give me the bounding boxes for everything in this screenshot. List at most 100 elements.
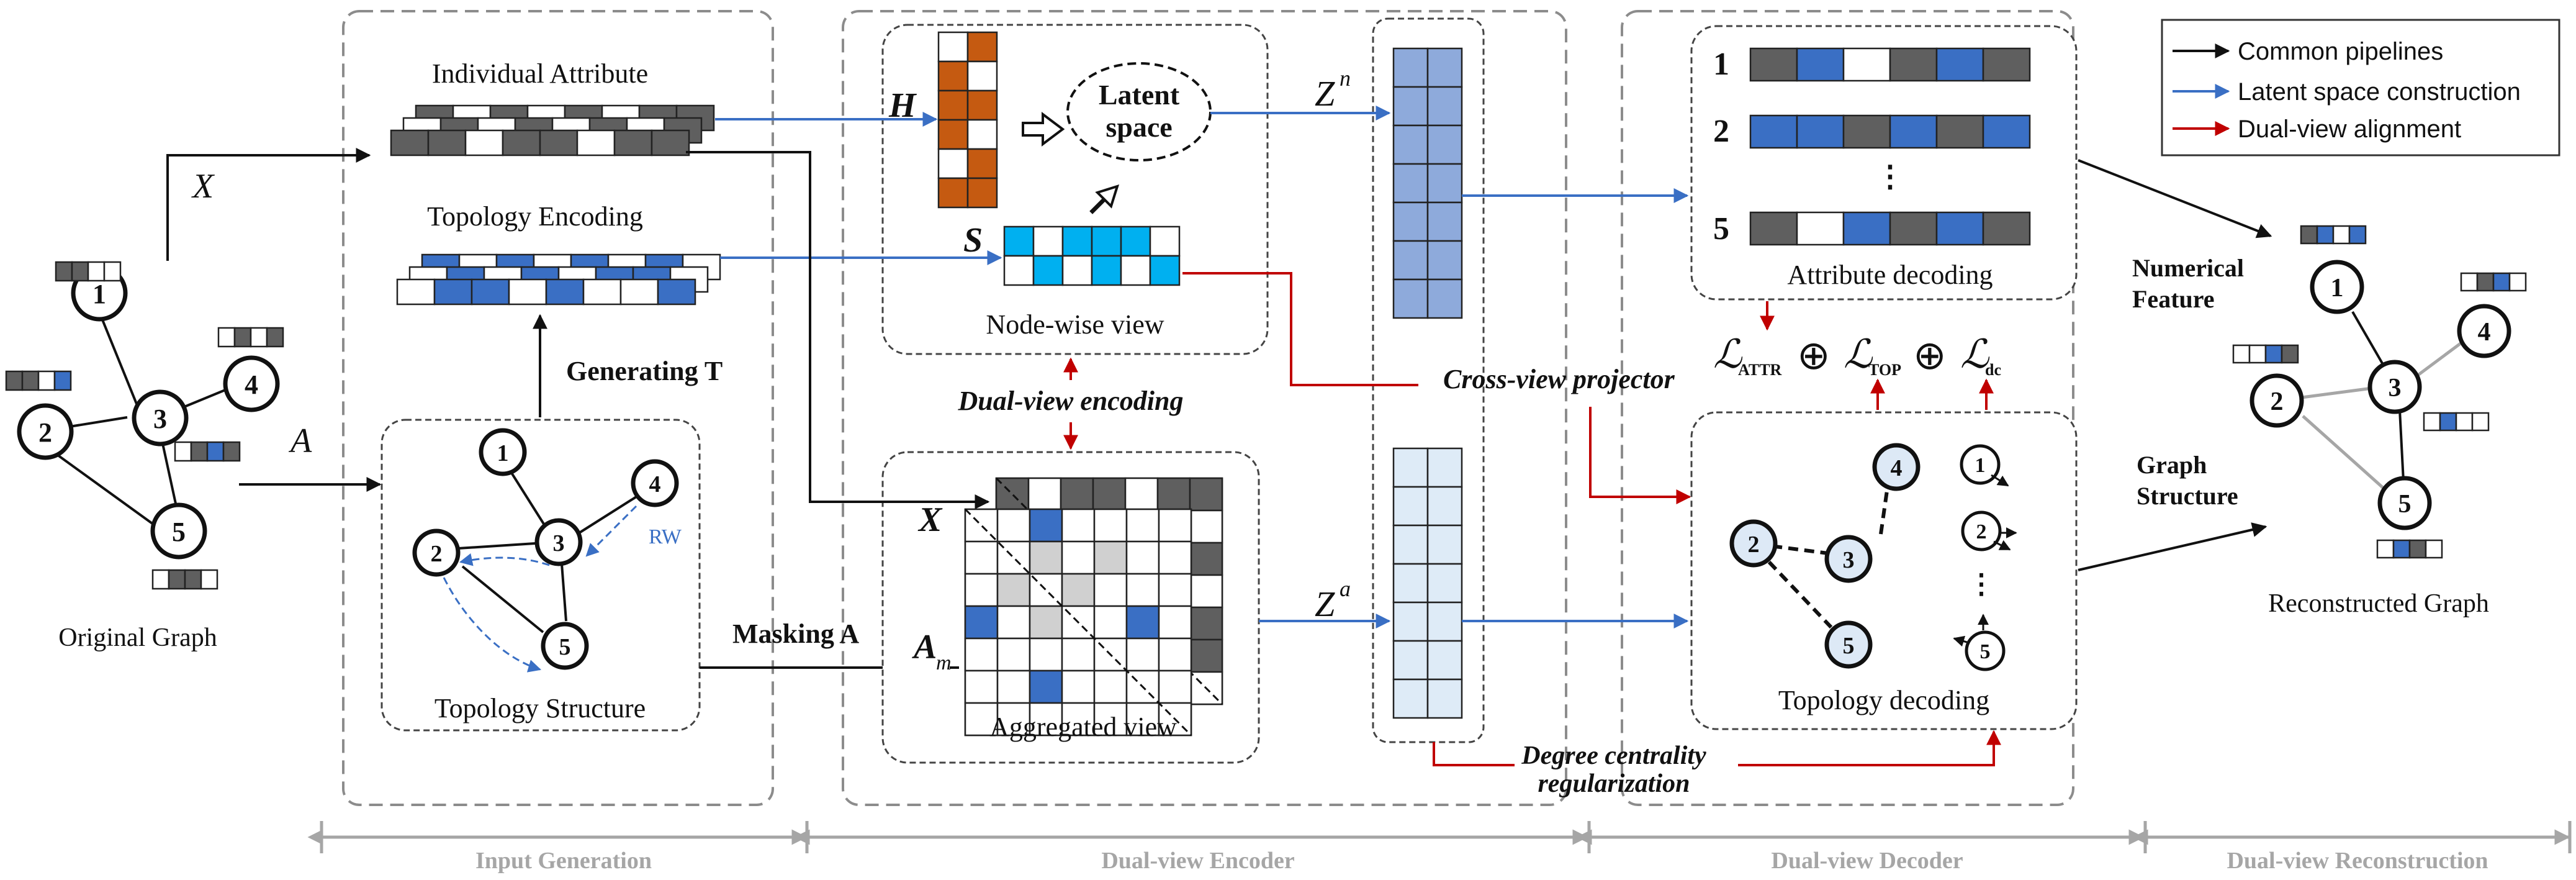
s-label: S: [963, 221, 983, 260]
topology-structure-box: [381, 419, 701, 732]
individual-attribute-title: Individual Attribute: [432, 58, 648, 89]
recon-node-label-1: 1: [2331, 274, 2344, 302]
original-graph: 1 2 3 4 5 Original Graph: [5, 261, 284, 652]
orig-attr-chip-3: [174, 441, 241, 462]
cross-view-projector-line: [1182, 272, 1418, 386]
dec-node-label-5: 5: [1843, 633, 1855, 659]
attribute-decoding-label: Attribute decoding: [1787, 260, 1993, 290]
generating-t-label: Generating T: [566, 356, 723, 386]
zn-base-label: Z: [1315, 73, 1335, 114]
loss-attr-symbol: ℒ: [1713, 332, 1743, 376]
latent-space-label-2: space: [1106, 111, 1172, 143]
topo-node-label-3: 3: [553, 530, 565, 556]
reconstructed-graph-label: Reconstructed Graph: [2268, 589, 2489, 618]
za-sup-label: a: [1340, 576, 1351, 601]
deg-vdots: ⋮: [1968, 569, 1995, 599]
topo-node-2: [412, 528, 461, 577]
zn-sup-label: n: [1340, 66, 1351, 91]
attr-vdots: ⋮: [1875, 160, 1905, 193]
deg-node-label-1: 1: [1975, 454, 1986, 477]
legend: Common pipelines Latent space constructi…: [2161, 19, 2560, 156]
topo-node-label-4: 4: [649, 471, 661, 497]
deg-node-label-2: 2: [1976, 520, 1987, 543]
graph-structure-label-1: Graph: [2137, 451, 2207, 479]
stage-dual-view-encoder: Dual-view Encoder: [1101, 848, 1295, 874]
loss-attr-sub: ATTR: [1738, 361, 1782, 379]
topo-node-4: [631, 459, 679, 507]
dec-node-label-3: 3: [1843, 547, 1855, 573]
hollow-arrow-h-latent: [1022, 112, 1065, 147]
s-matrix: [1003, 225, 1181, 286]
attr-row-1-label: 1: [1713, 47, 1729, 82]
original-graph-label: Original Graph: [58, 624, 217, 652]
degree-centrality-label-1: Degree centrality: [1521, 742, 1706, 770]
label-a-input: A: [288, 422, 312, 460]
aggregated-matrix: [964, 477, 1223, 737]
degree-nodes: 1 2 5 ⋮: [1953, 444, 2017, 671]
orig-node-label-1: 1: [92, 279, 106, 309]
za-base-label: Z: [1315, 584, 1335, 624]
orig-attr-chip-1: [55, 261, 122, 282]
orig-node-label-3: 3: [153, 404, 167, 434]
masking-a-label: Masking A: [732, 619, 859, 649]
recon-node-1: [2310, 260, 2364, 314]
recon-attr-chip-2: [2232, 344, 2299, 364]
topology-encoding-title: Topology Encoding: [427, 201, 643, 232]
stage-dual-view-reconstruction: Dual-view Reconstruction: [2227, 848, 2488, 874]
topology-decoding-label: Topology decoding: [1778, 685, 1989, 715]
za-matrix: [1392, 447, 1463, 719]
degree-centrality-label-2: regularization: [1538, 769, 1690, 798]
deg-node-1: [1960, 444, 2001, 485]
orig-node-4: [223, 355, 280, 412]
individual-attribute-stack: [390, 104, 715, 156]
reconstructed-graph: 1 2 3 4 5 Reconstructed Graph: [2232, 225, 2527, 618]
topo-node-1: [479, 428, 527, 476]
orig-node-5: [150, 502, 207, 560]
attr-row-5-label: 5: [1713, 211, 1729, 247]
dec-node-label-4: 4: [1891, 455, 1903, 481]
dec-node-2: [1729, 519, 1778, 568]
am-sub-label: m: [936, 651, 952, 674]
dec-node-5: [1824, 620, 1873, 669]
arrow-x-to-attribute: [166, 148, 371, 261]
panel-dual-view-decoder: [1621, 10, 2074, 806]
attr-row-2-label: 2: [1713, 114, 1729, 149]
dec-node-3: [1824, 535, 1873, 583]
numerical-feature-label-1: Numerical: [2132, 254, 2244, 282]
topology-structure-graph: 1 2 3 4 5: [412, 428, 679, 673]
topo-node-label-1: 1: [497, 440, 509, 466]
stage-input-generation: Input Generation: [475, 848, 652, 874]
graph-structure-label-2: Structure: [2137, 482, 2238, 510]
orig-attr-chip-5: [151, 569, 218, 590]
orig-node-label-4: 4: [245, 370, 258, 400]
rw-label: RW: [649, 525, 682, 548]
loss-equation: ℒ ATTR ⊕ ℒ TOP ⊕ ℒ dc: [1713, 332, 2001, 379]
orig-node-3: [132, 389, 189, 447]
topo-node-label-2: 2: [431, 541, 443, 567]
topo-node-5: [541, 622, 589, 670]
loss-dc-symbol: ℒ: [1960, 332, 1990, 376]
deg-node-2: [1961, 510, 2002, 551]
attr-row-1: 1: [1713, 47, 2031, 82]
arrow-cross-view-to-topo: [1589, 407, 1691, 504]
hollow-arrow-s-latent: [1089, 184, 1120, 214]
stage-dual-view-decoder: Dual-view Decoder: [1771, 848, 1963, 874]
panel-input-generation: [342, 10, 774, 806]
recon-node-3: [2367, 360, 2422, 414]
orig-node-label-2: 2: [38, 417, 52, 448]
arrow-degree-to-topo: [1738, 730, 2001, 766]
zn-matrix: [1392, 47, 1463, 319]
arrow-attribute-to-aggregated: [686, 151, 990, 509]
panel-dual-view-encoder: [842, 10, 1567, 806]
loss-dc-sub: dc: [1985, 361, 2001, 379]
latent-space-label-1: Latent: [1099, 79, 1180, 111]
recon-node-label-5: 5: [2398, 490, 2412, 519]
arrow-topo-to-recon: [2078, 522, 2268, 571]
topology-encoding-stack: [396, 253, 721, 306]
topo-node-label-5: 5: [559, 634, 571, 660]
aggregated-view-label: Aggregated view: [989, 712, 1177, 742]
label-x-top: X: [191, 167, 215, 206]
recon-node-label-2: 2: [2271, 388, 2284, 416]
legend-label-common: Common pipelines: [2238, 38, 2443, 65]
